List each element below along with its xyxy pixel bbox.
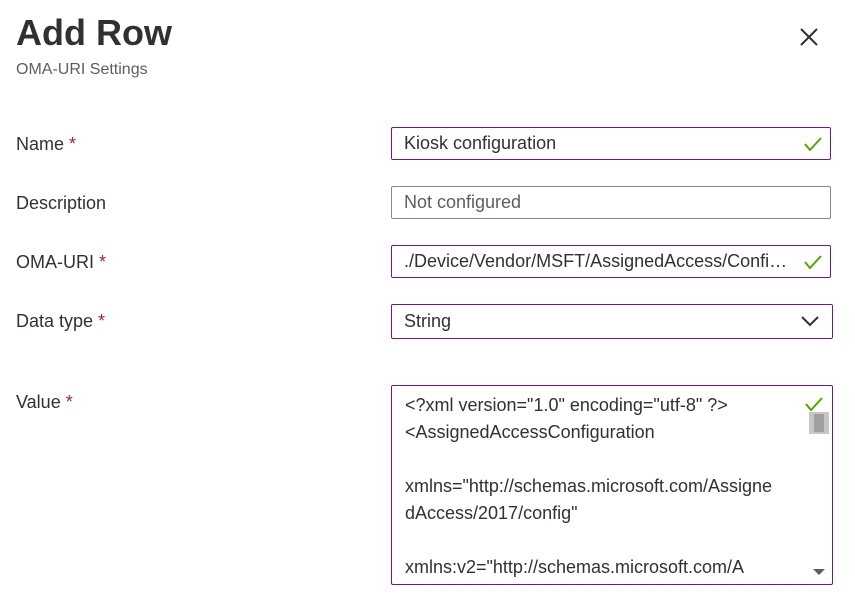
value-textarea-content: <?xml version="1.0" encoding="utf-8" ?> … <box>405 395 773 577</box>
checkmark-icon <box>805 397 823 412</box>
checkmark-icon <box>804 255 822 270</box>
description-label-text: Description <box>16 193 107 213</box>
name-field[interactable]: Kiosk configuration <box>391 127 831 160</box>
name-label-text: Name <box>16 134 65 154</box>
close-button[interactable] <box>794 22 824 52</box>
description-label: Description <box>16 193 106 214</box>
oma-uri-field[interactable]: ./Device/Vendor/MSFT/AssignedAccess/Conf… <box>391 245 831 278</box>
value-scrollbar[interactable] <box>807 387 831 583</box>
close-icon <box>800 28 818 46</box>
value-label: Value* <box>16 392 73 413</box>
scroll-down-arrow-icon[interactable] <box>813 569 825 575</box>
panel-subtitle: OMA-URI Settings <box>16 61 148 78</box>
chevron-down-icon <box>801 316 819 327</box>
panel-title: Add Row <box>16 12 172 53</box>
scroll-thumb[interactable] <box>809 412 829 434</box>
name-field-value: Kiosk configuration <box>404 133 557 153</box>
required-marker: * <box>99 252 107 272</box>
name-label: Name* <box>16 134 76 155</box>
oma-uri-field-value: ./Device/Vendor/MSFT/AssignedAccess/Conf… <box>404 251 796 271</box>
oma-uri-label-text: OMA-URI <box>16 252 94 272</box>
data-type-dropdown[interactable]: String <box>391 304 833 339</box>
value-textarea[interactable]: <?xml version="1.0" encoding="utf-8" ?> … <box>391 385 833 585</box>
required-marker: * <box>65 392 73 412</box>
required-marker: * <box>98 311 106 331</box>
data-type-label: Data type* <box>16 311 105 332</box>
value-label-text: Value <box>16 392 61 412</box>
data-type-label-text: Data type <box>16 311 94 331</box>
oma-uri-label: OMA-URI* <box>16 252 106 273</box>
description-placeholder: Not configured <box>404 192 522 212</box>
checkmark-icon <box>804 137 822 152</box>
description-field[interactable]: Not configured <box>391 186 831 219</box>
required-marker: * <box>69 134 77 154</box>
data-type-selected: String <box>404 311 452 331</box>
